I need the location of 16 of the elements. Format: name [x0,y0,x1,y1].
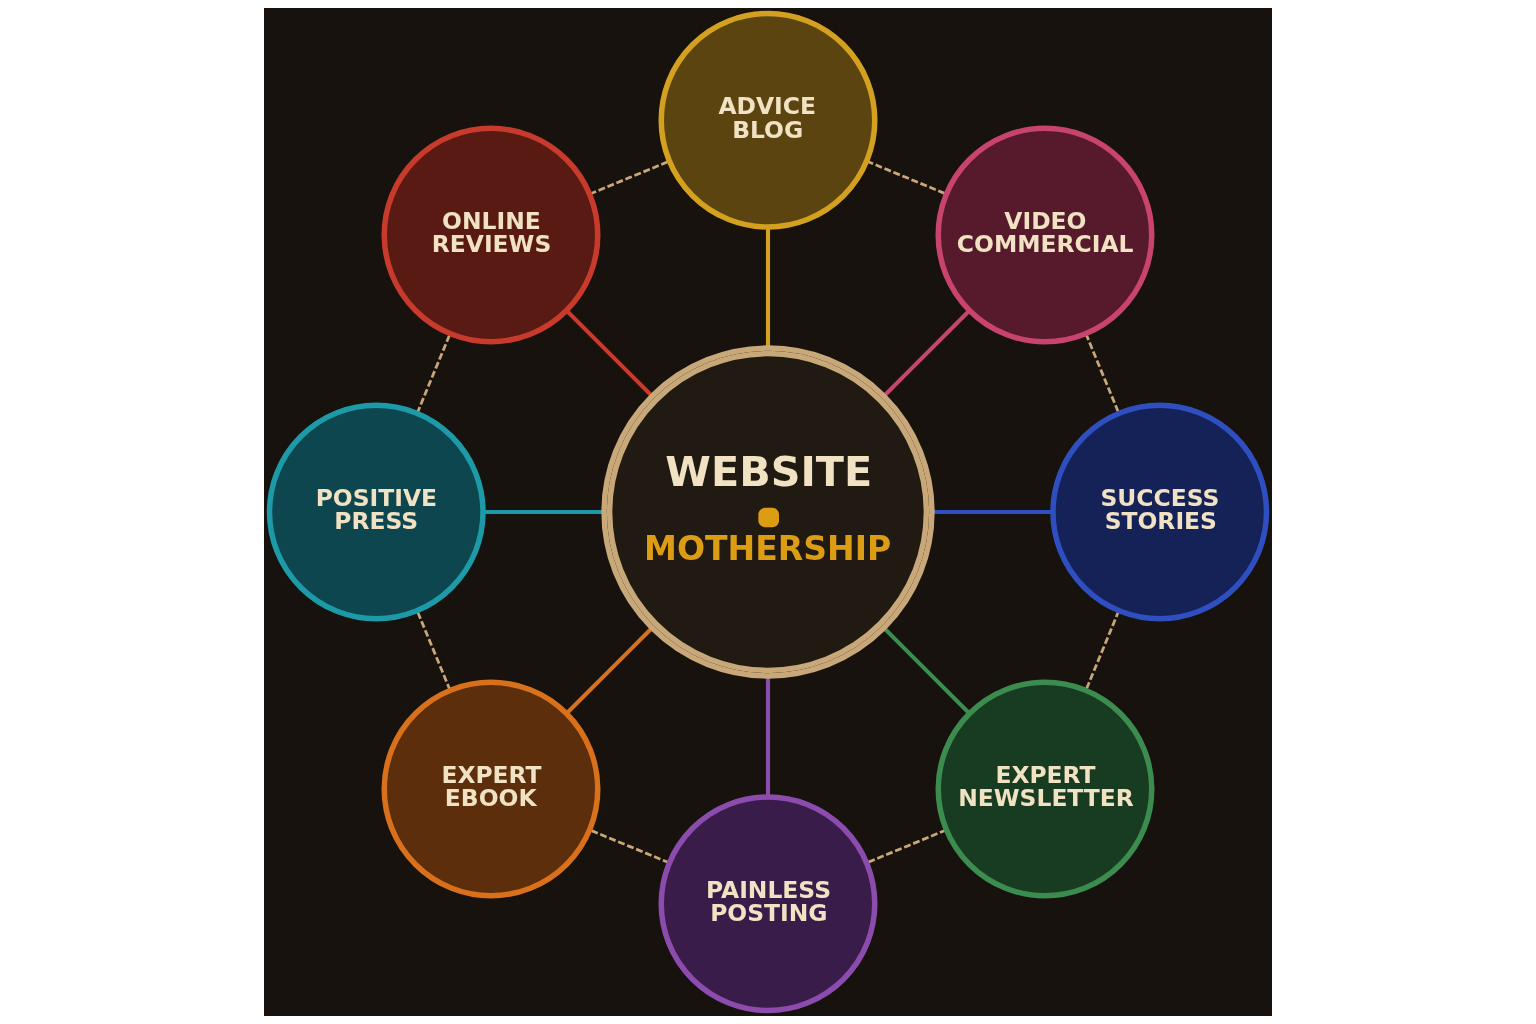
node-circle: EXPERT NEWSLETTER [935,679,1155,899]
connector [565,309,654,398]
node-circle: WEBSITE MOTHERSHIP [601,345,935,679]
node-circle: VIDEO COMMERCIAL [935,125,1155,345]
node-circle: ADVICE BLOG [658,10,878,230]
node-circle: PAINLESS POSTING [658,794,878,1014]
node-circle: ONLINE REVIEWS [381,125,601,345]
node-circle: EXPERT EBOOK [381,679,601,899]
connector [565,626,654,715]
connector [765,227,771,348]
connector [882,626,971,715]
connector [483,509,604,515]
node-circle: SUCCESS STORIES [1050,402,1270,622]
connector [765,676,771,797]
node-circle: POSITIVE PRESS [266,402,486,622]
connector [882,309,971,398]
